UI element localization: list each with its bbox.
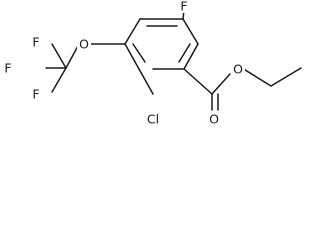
o-ether-label: O: [79, 37, 89, 52]
o-carbonyl-label-bg: [207, 112, 221, 126]
bonds: [45, 9, 302, 111]
bond-ester-o-to-ch2: [241, 67, 272, 87]
o-carbonyl-label: O: [209, 112, 219, 127]
cl-label-bg: [143, 112, 163, 126]
bond-cf3-to-f3: [51, 67, 67, 93]
f-cf3-1-label-bg: [2, 61, 14, 75]
o-ester-label: O: [233, 62, 243, 77]
bond-ether-o-to-cf3: [65, 43, 80, 69]
bond-ch2-to-ch3: [270, 67, 302, 87]
o-ester-label-bg: [231, 62, 245, 76]
bond-cf3-to-f2: [51, 43, 67, 69]
bond-ring-to-carbonyl-c: [183, 68, 213, 95]
f-ring-label: F: [180, 0, 187, 14]
atom-labels: F F F F O O O Cl: [2, 0, 245, 127]
ring-double-bond-c6-c1: [132, 43, 146, 63]
f-cf3-1-label: F: [4, 61, 11, 76]
f-ring-label-bg: [178, 0, 190, 13]
chemical-structure: F F F F O O O Cl: [2, 0, 302, 127]
o-ether-label-bg: [77, 37, 91, 51]
f-cf3-2-label: F: [32, 35, 39, 50]
ring-double-bond-c2-c3: [178, 43, 191, 63]
f-cf3-3-label-bg: [30, 87, 42, 101]
f-cf3-3-label: F: [32, 87, 39, 102]
bond-ring-to-cl: [138, 68, 154, 95]
ring-bond-c2-c3: [183, 43, 199, 70]
ring-bond-c5-c6: [124, 18, 141, 45]
ring-bond-c6-c1: [124, 43, 140, 70]
cl-label: Cl: [147, 112, 159, 127]
bond-carbonyl-c-to-ester-o: [211, 73, 231, 95]
f-cf3-2-label-bg: [30, 35, 42, 49]
ring-bond-c3-c4: [182, 18, 199, 45]
